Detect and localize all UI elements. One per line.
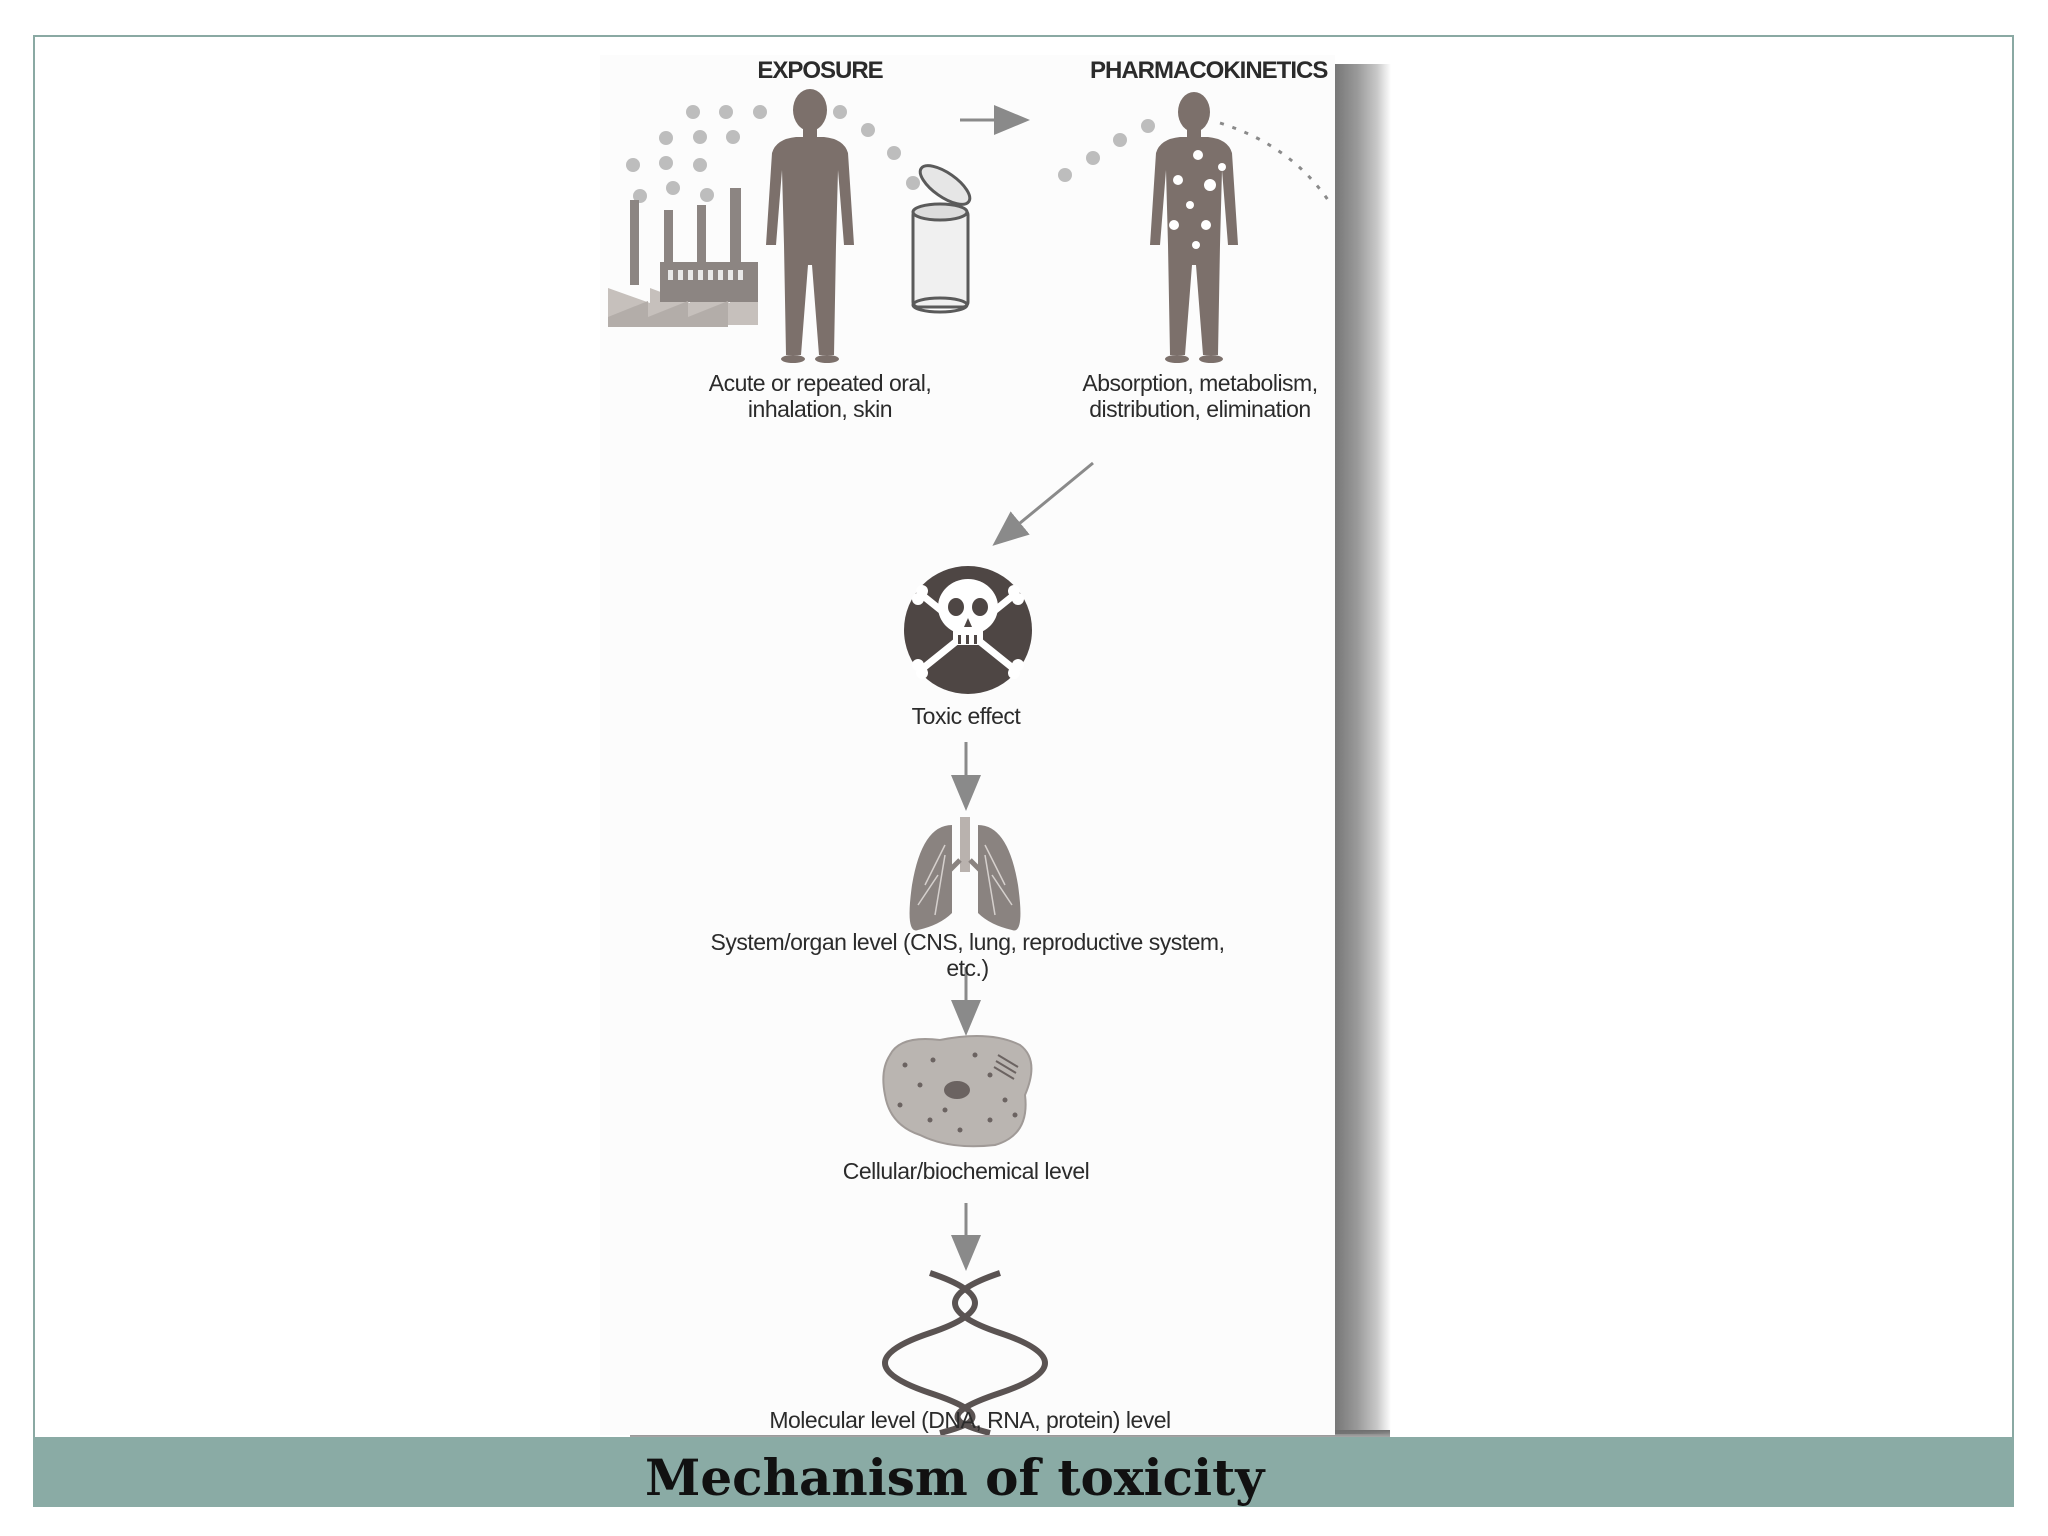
skull-crossbones-icon: [904, 566, 1032, 694]
elimination-path: [1219, 121, 1330, 201]
diagram-graphics: [608, 89, 1330, 1435]
cellular-level-label: Cellular/biochemical level: [842, 1158, 1090, 1184]
pharmacokinetics-caption-line1: Absorption, metabolism,: [1082, 370, 1318, 396]
lungs-icon: [909, 817, 1021, 931]
cell-icon: [882, 1035, 1033, 1148]
toxic-effect-label: Toxic effect: [911, 703, 1021, 729]
toxicity-diagram: EXPOSURE PHARMACOKINETICS Acute or repea…: [600, 55, 1335, 1435]
arrow-pk-to-toxic: [992, 461, 1094, 546]
pharmacokinetics-caption-line2: distribution, elimination: [1089, 396, 1311, 423]
factory-icon: [608, 188, 758, 327]
emission-dots: [626, 105, 920, 203]
absorption-dots: [1058, 119, 1155, 182]
molecular-level-label: Molecular level (DNA, RNA, protein) leve…: [769, 1407, 1171, 1433]
person-absorption-icon: [1150, 92, 1238, 363]
slide-title: Mechanism of toxicity: [645, 1448, 1265, 1507]
pharmacokinetics-heading: PHARMACOKINETICS: [1090, 57, 1328, 84]
exposure-caption-line2: inhalation, skin: [747, 396, 893, 423]
person-icon: [766, 89, 854, 363]
exposure-heading: EXPOSURE: [757, 57, 883, 84]
exposure-caption: Acute or repeated oral, inhalation, skin: [700, 370, 940, 423]
pharmacokinetics-caption: Absorption, metabolism, distribution, el…: [1080, 370, 1320, 423]
system-level-label: System/organ level (CNS, lung, reproduct…: [710, 929, 1225, 982]
title-bar: [33, 1437, 2014, 1507]
exposure-caption-line1: Acute or repeated oral,: [708, 370, 932, 396]
dna-helix-icon: [882, 1270, 1048, 1435]
container-icon: [911, 164, 972, 314]
figure-shadow: [1335, 64, 1391, 1434]
